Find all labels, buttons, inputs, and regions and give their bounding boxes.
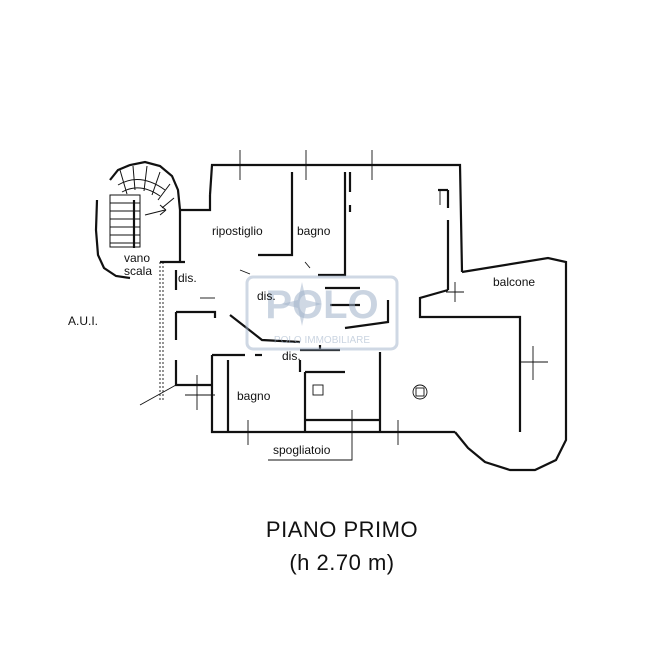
room-label-vano: vano	[124, 251, 150, 265]
room-label-dis-center: dis.	[257, 289, 276, 303]
staircase	[109, 165, 175, 248]
room-label-dis-lower: dis.	[282, 349, 301, 363]
plan-subtitle: (h 2.70 m)	[289, 550, 394, 575]
star-icon	[282, 282, 322, 326]
spogliatoio-leader-line	[268, 410, 353, 461]
watermark-logo: POLO POLO IMMOBILIARE	[245, 275, 399, 351]
window-marks	[185, 150, 548, 445]
outer-walls	[94, 160, 568, 472]
watermark-tagline: POLO IMMOBILIARE	[274, 335, 370, 346]
room-label-dis-left: dis.	[178, 271, 197, 285]
interior-walls	[160, 172, 522, 432]
plan-title: PIANO PRIMO	[266, 517, 418, 542]
room-label-bagno-bottom: bagno	[237, 389, 271, 403]
room-label-bagno-top: bagno	[297, 224, 331, 238]
watermark-logo-text: POLO	[265, 283, 378, 327]
room-label-scala: scala	[124, 264, 152, 278]
room-label-ripostiglio: ripostiglio	[212, 224, 263, 238]
aui-label: A.U.I.	[68, 314, 98, 328]
room-label-balcone: balcone	[493, 275, 535, 289]
threshold-lines	[139, 262, 177, 406]
room-label-spogliatoio: spogliatoio	[273, 443, 331, 457]
fixtures	[200, 261, 428, 400]
